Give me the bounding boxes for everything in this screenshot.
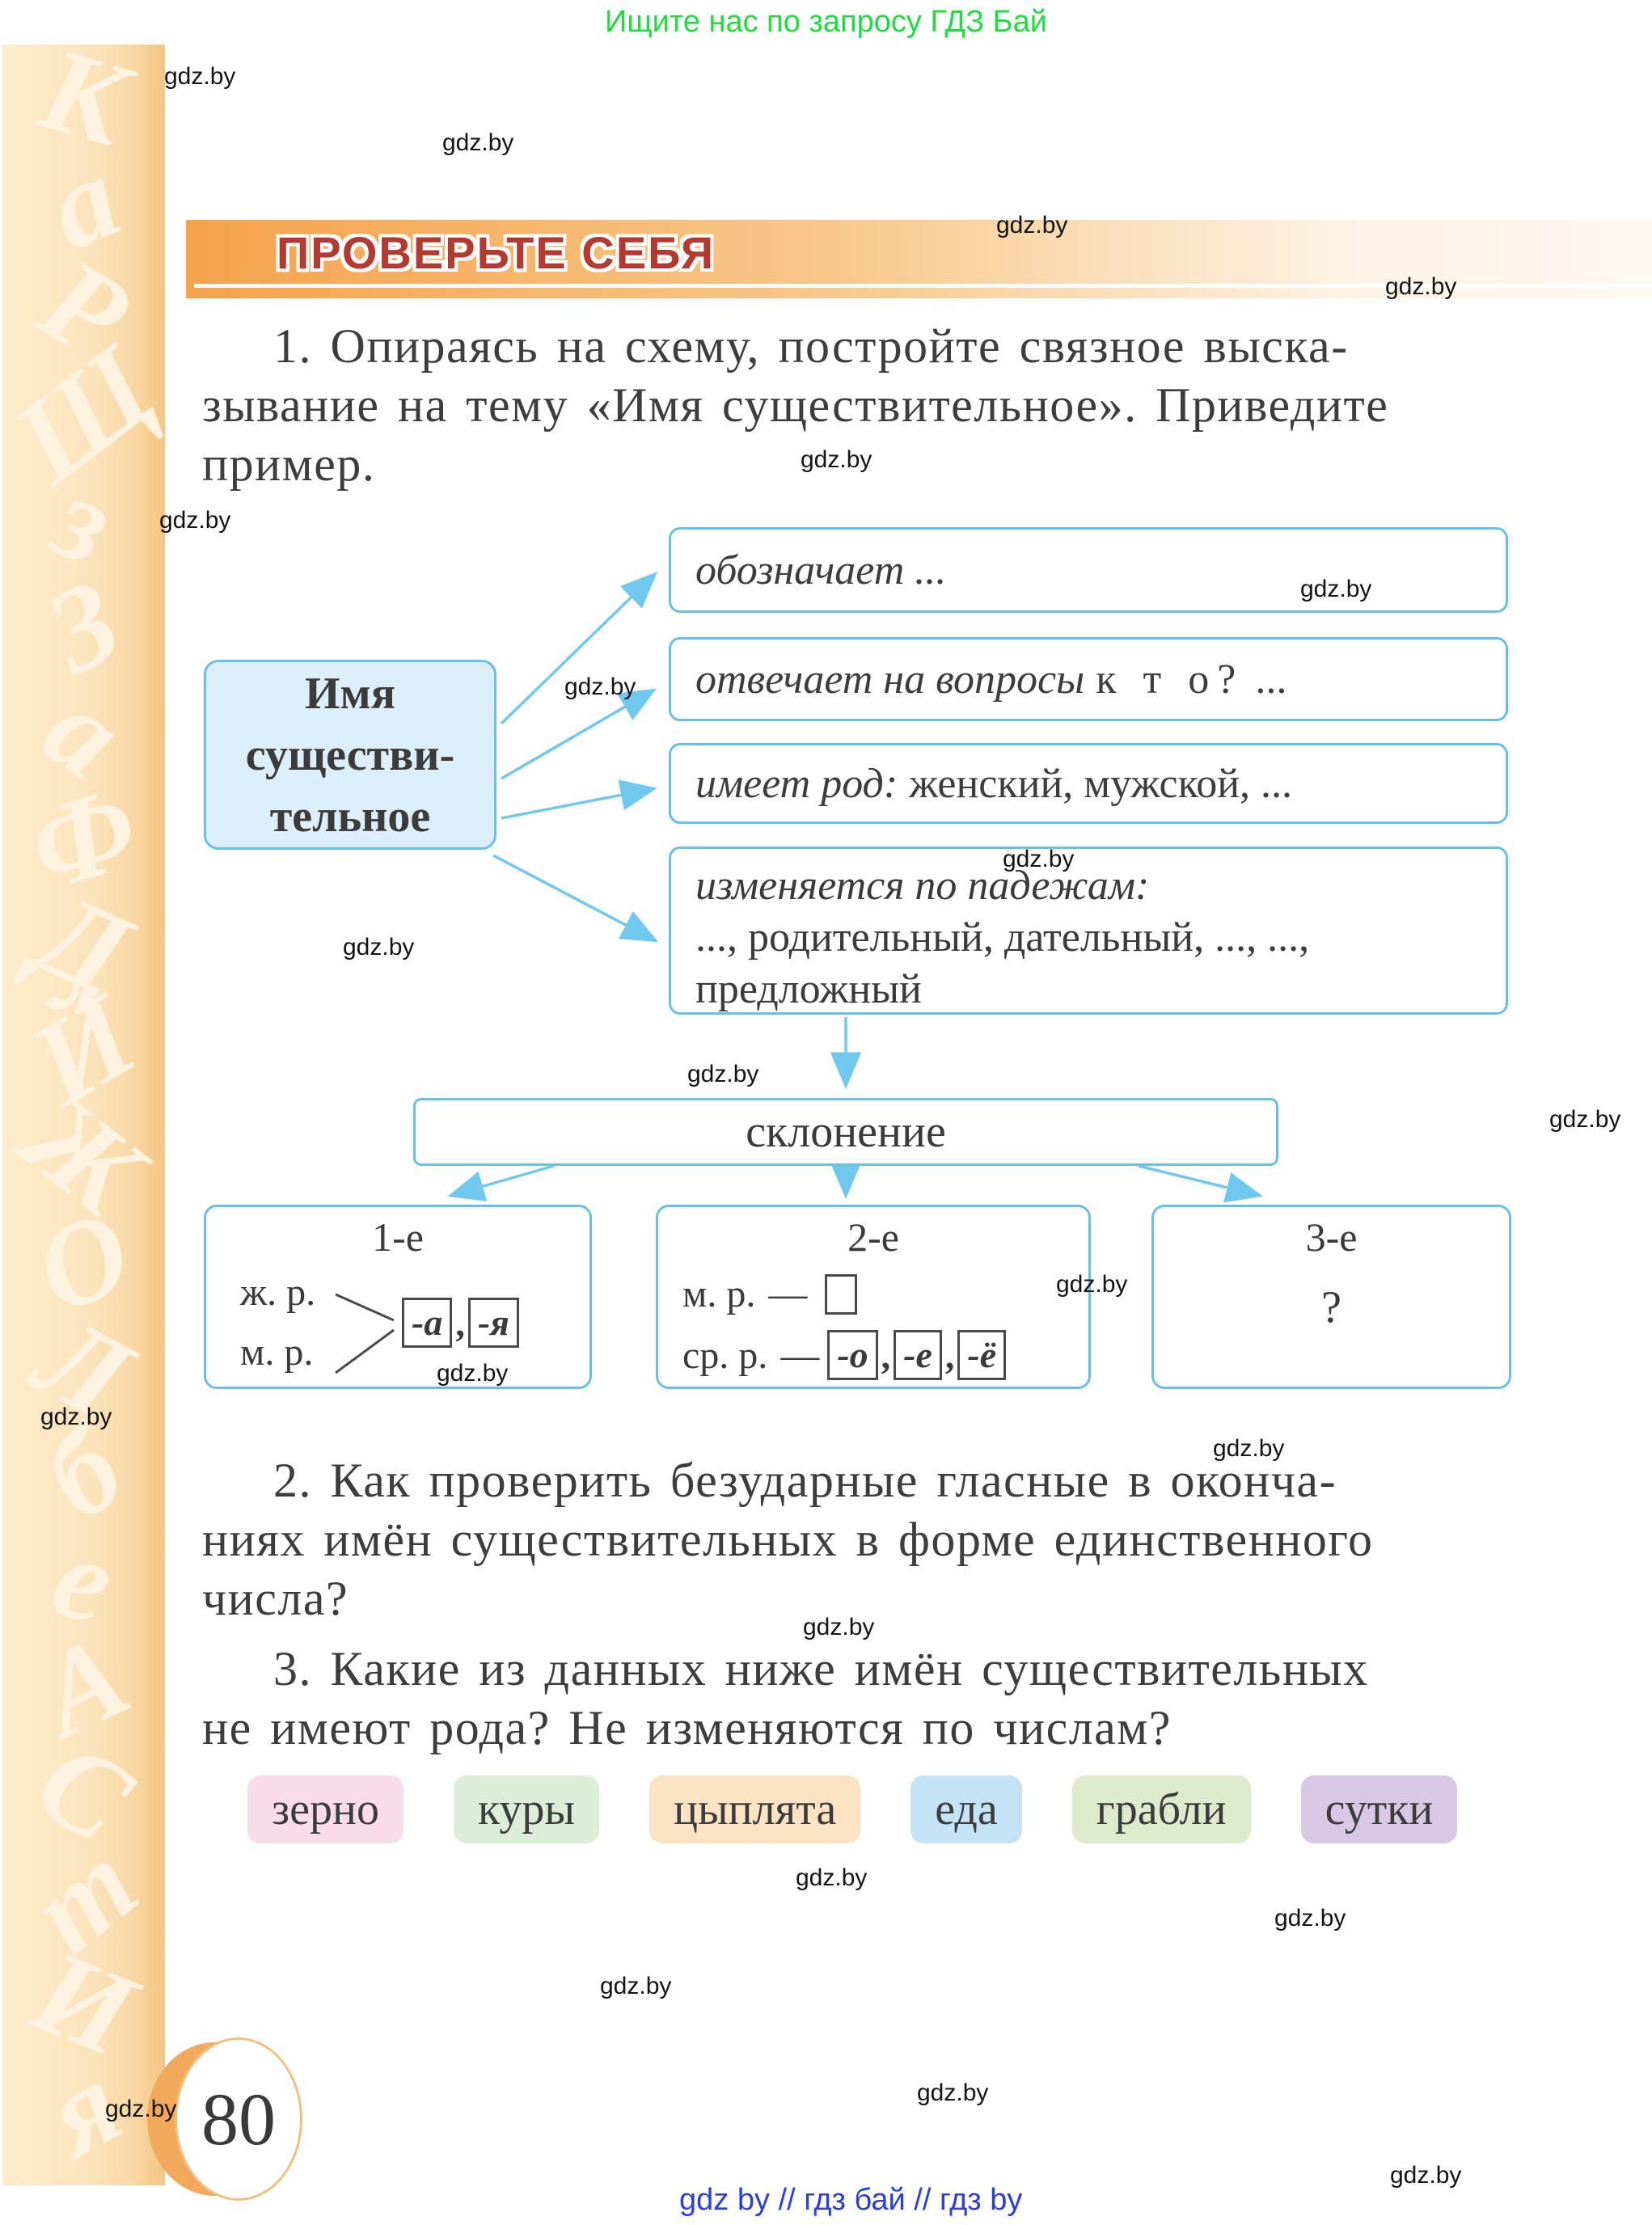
footer-links[interactable]: gdz by // гдз бай // гдз by <box>679 2183 1023 2217</box>
gdz-watermark: gdz.by <box>564 673 636 700</box>
ending-box: -о <box>827 1330 878 1380</box>
ending-box: -а <box>402 1298 453 1348</box>
denotes-text: обозначает ... <box>695 547 947 593</box>
gdz-watermark: gdz.by <box>1056 1271 1128 1298</box>
declension-1-title: 1-е <box>372 1214 424 1260</box>
ending-box: -ё <box>957 1330 1007 1380</box>
ending-comma: , <box>944 1334 955 1376</box>
word-chip: грабли <box>1071 1775 1251 1843</box>
gdz-watermark: gdz.by <box>1390 2162 1462 2189</box>
page-number: 80 <box>201 2078 276 2160</box>
ending-comma: , <box>455 1302 465 1344</box>
gdz-watermark: gdz.by <box>796 1864 868 1891</box>
gdz-watermark: gdz.by <box>801 446 872 473</box>
declension-2-masculine-row: м. р. — <box>682 1272 858 1316</box>
gdz-watermark: gdz.by <box>1549 1106 1621 1133</box>
declension-2-endings: -о,-е,-ё <box>824 1330 1009 1380</box>
gdz-watermark: gdz.by <box>343 934 415 961</box>
gdz-watermark: gdz.by <box>687 1061 759 1087</box>
gdz-watermark: gdz.by <box>105 2096 177 2122</box>
declension-3-title: 3-е <box>1305 1214 1358 1260</box>
declension-3-box: 3-е ? <box>1151 1205 1511 1389</box>
declension-1-box: 1-е ж. р. м. р. -а,-я <box>204 1205 592 1389</box>
gender-list: женский, мужской, ... <box>909 760 1293 807</box>
gdz-watermark: gdz.by <box>803 1614 875 1640</box>
gdz-watermark: gdz.by <box>40 1404 112 1430</box>
ending-comma: , <box>881 1334 891 1376</box>
gdz-watermark: gdz.by <box>1003 846 1075 872</box>
word-chip: сутки <box>1300 1775 1458 1843</box>
cases-list: ..., родительный, дательный, ..., ..., п… <box>695 914 1310 1012</box>
declension-2-neuter-label: ср. р. <box>682 1333 768 1377</box>
gdz-watermark: gdz.by <box>996 212 1068 239</box>
gdz-watermark: gdz.by <box>1300 576 1372 602</box>
diagram-box-denotes: обозначает ... <box>669 527 1508 613</box>
gdz-watermark: gdz.by <box>159 507 231 534</box>
cases-lead: изменяется по падежам: <box>695 863 1150 909</box>
declension-1-masculine: м. р. <box>240 1331 314 1374</box>
diagram-root-noun-box: Имя существи- тельное <box>204 660 496 850</box>
word-chips-row: зерно куры цыплята еда грабли сутки <box>247 1775 1458 1843</box>
declension-1-feminine: ж. р. <box>240 1271 316 1314</box>
word-chip: куры <box>453 1775 599 1843</box>
gdz-watermark: gdz.by <box>1274 1905 1346 1932</box>
declension-3-question-mark: ? <box>1321 1282 1341 1332</box>
questions-lead: отвечает на вопросы <box>695 656 1085 703</box>
declension-2-masculine-label: м. р. <box>682 1273 756 1315</box>
gdz-watermark: gdz.by <box>164 63 236 90</box>
task-1-text: 1. Опираясь на схему, постройте связное … <box>202 319 1389 491</box>
task-2-text: 2. Как проверить безударные гласные в ок… <box>202 1454 1374 1625</box>
ending-box: -е <box>894 1330 942 1380</box>
declension-2-box: 2-е м. р. — ср. р. — -о,-е,-ё <box>656 1205 1091 1389</box>
declension-2-dash-1: — <box>768 1273 808 1315</box>
word-chip: еда <box>911 1775 1022 1843</box>
promo-banner-text: Ищите нас по запросу ГДЗ Бай <box>605 5 1047 39</box>
declension-2-dash-2: — <box>780 1333 820 1377</box>
gdz-watermark: gdz.by <box>600 1973 672 1999</box>
gdz-watermark: gdz.by <box>437 1360 509 1387</box>
diagram-box-declension: склонение <box>413 1098 1278 1166</box>
gdz-watermark: gdz.by <box>917 2079 989 2106</box>
diagram-box-gender: имеет род: женский, мужской, ... <box>669 743 1508 824</box>
word-chip: цыплята <box>649 1775 861 1843</box>
gdz-watermark: gdz.by <box>442 129 514 156</box>
declension-2-neuter-row: ср. р. — -о,-е,-ё <box>682 1330 1009 1380</box>
page-number-badge: 80 <box>175 2037 302 2201</box>
declension-2-title: 2-е <box>847 1214 899 1260</box>
ending-box: -я <box>467 1298 519 1348</box>
diagram-box-questions: отвечает на вопросы к т о? ... <box>669 637 1508 721</box>
zero-ending-square <box>825 1273 858 1315</box>
banner-underline <box>194 284 1652 288</box>
section-title: ПРОВЕРЬТЕ СЕБЯ <box>277 227 716 278</box>
questions-who: к т о? <box>1096 656 1244 703</box>
section-banner: ПРОВЕРЬТЕ СЕБЯ <box>186 220 1652 298</box>
gdz-watermark: gdz.by <box>1385 273 1457 300</box>
task-3-text: 3. Какие из данных ниже имён существител… <box>202 1642 1369 1754</box>
declension-1-endings: -а,-я <box>399 1298 522 1348</box>
diagram-box-cases: изменяется по падежам: ..., родительный,… <box>669 847 1508 1015</box>
gender-lead: имеет род: <box>695 760 898 807</box>
word-chip: зерно <box>247 1775 403 1843</box>
questions-ellipsis: ... <box>1255 656 1287 703</box>
gdz-watermark: gdz.by <box>1213 1435 1285 1462</box>
